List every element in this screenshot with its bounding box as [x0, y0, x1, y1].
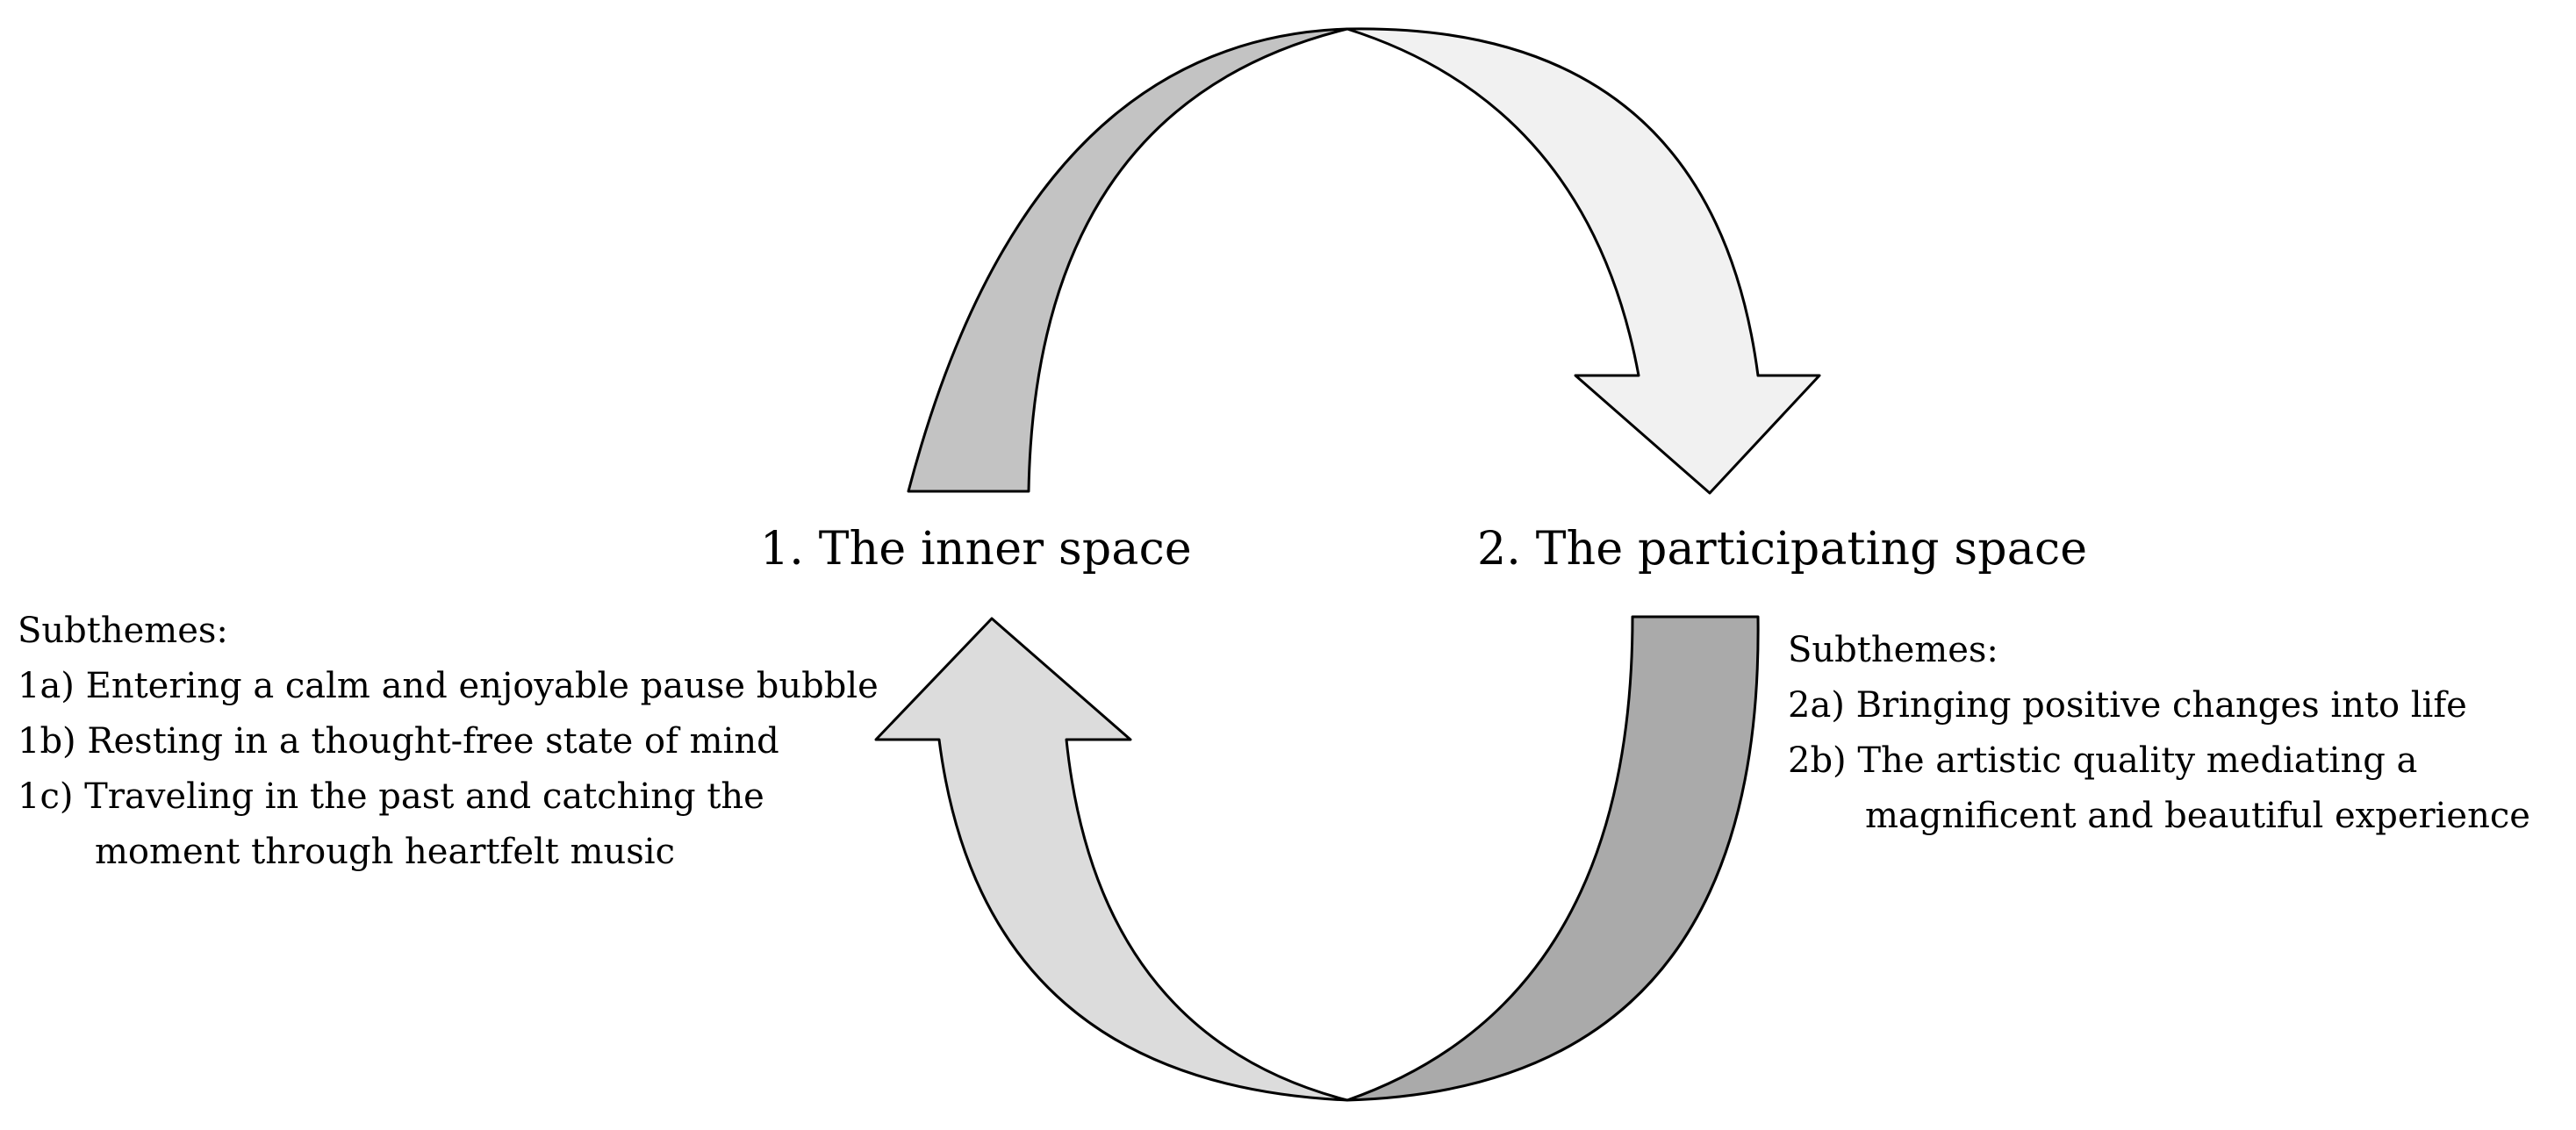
subthemes-participating-list: Subthemes: 2a) Bringing positive changes…: [1788, 623, 2530, 844]
theme-inner-space-label: 1. The inner space: [760, 523, 1192, 576]
top-arrow-left-band: [907, 27, 1349, 493]
bottom-arrow-right-band: [1345, 615, 1760, 1102]
subtheme-2a: 2a) Bringing positive changes into life: [1788, 685, 2467, 726]
subthemes-inner-list: Subthemes: 1a) Entering a calm and enjoy…: [18, 604, 879, 880]
subthemes-heading: Subthemes:: [1788, 630, 1998, 670]
bottom-arrow-left-band: [874, 617, 1349, 1102]
subtheme-2b-line1: 2b) The artistic quality mediating a: [1788, 740, 2418, 781]
subtheme-1c: 1c) Traveling in the past and catching t…: [18, 769, 879, 880]
theme-participating-space-label: 2. The participating space: [1477, 523, 2088, 576]
subtheme-1b: 1b) Resting in a thought-free state of m…: [18, 721, 779, 762]
subthemes-heading: Subthemes:: [18, 611, 228, 651]
subtheme-1c-line2: moment through heartfelt music: [95, 832, 675, 872]
top-arrow-right-band: [1345, 27, 1821, 495]
subtheme-2b: 2b) The artistic quality mediating a mag…: [1788, 733, 2530, 844]
subtheme-1a: 1a) Entering a calm and enjoyable pause …: [18, 666, 879, 706]
subtheme-1c-line1: 1c) Traveling in the past and catching t…: [18, 776, 764, 817]
subtheme-2b-line2: magnificent and beautiful experience: [1865, 796, 2530, 836]
